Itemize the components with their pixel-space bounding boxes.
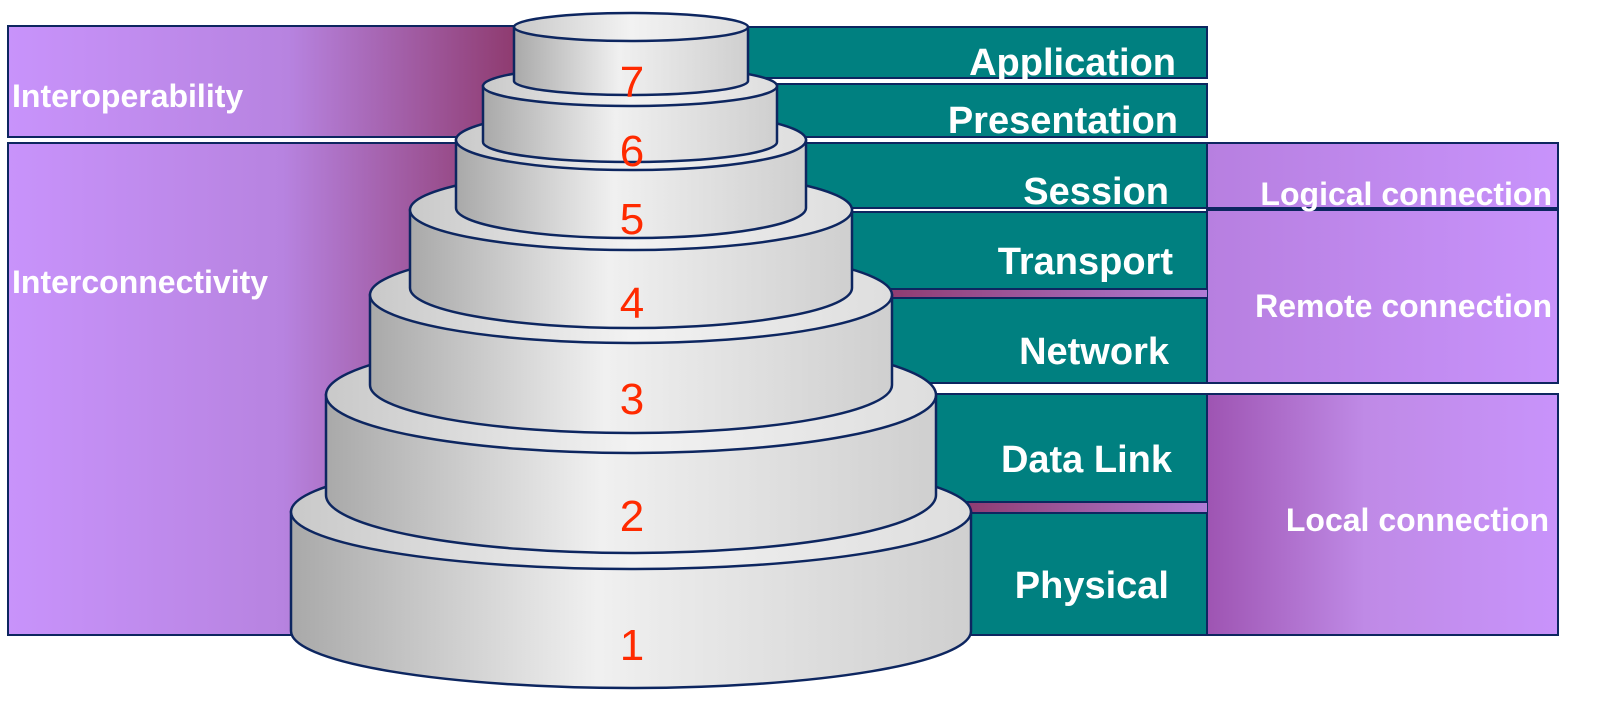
layer-name-presentation: Presentation [948, 100, 1178, 142]
layer-name-session: Session [1023, 171, 1169, 213]
layer-bar-transport [839, 211, 1208, 290]
connector-strip-datalink-physical [960, 502, 1207, 513]
interoperability-panel [7, 25, 519, 138]
layer-bar-application [734, 26, 1208, 79]
layer-bar-physical [959, 512, 1208, 636]
layer-number-6: 6 [620, 127, 644, 176]
layer-bar-network [879, 297, 1208, 384]
layer-name-data-link: Data Link [1001, 439, 1173, 481]
logical-connection-label: Logical connection [1260, 176, 1552, 212]
layer-bar-presentation [764, 83, 1208, 138]
remote-connection-panel [1206, 209, 1559, 384]
layer-name-network: Network [1019, 331, 1170, 373]
layer-name-application: Application [969, 42, 1176, 84]
layer-number-2: 2 [620, 492, 644, 541]
layer-name-transport: Transport [998, 241, 1174, 283]
interconnectivity-label: Interconnectivity [12, 264, 268, 300]
interoperability-label: Interoperability [12, 78, 243, 114]
local-connection-label: Local connection [1286, 502, 1549, 538]
layer-bar-session [789, 142, 1208, 209]
layer-number-5: 5 [620, 195, 644, 244]
layer-number-4: 4 [620, 279, 644, 328]
logical-connection-panel [1206, 142, 1559, 209]
layer-name-physical: Physical [1015, 565, 1169, 607]
layer-number-1: 1 [620, 621, 644, 670]
local-connection-panel [1206, 393, 1559, 636]
remote-connection-label: Remote connection [1255, 288, 1552, 324]
connector-strip-transport-network [880, 289, 1207, 299]
disk-layer-7 [512, 11, 750, 97]
layer-number-7: 7 [620, 58, 644, 107]
layer-number-3: 3 [620, 375, 644, 424]
